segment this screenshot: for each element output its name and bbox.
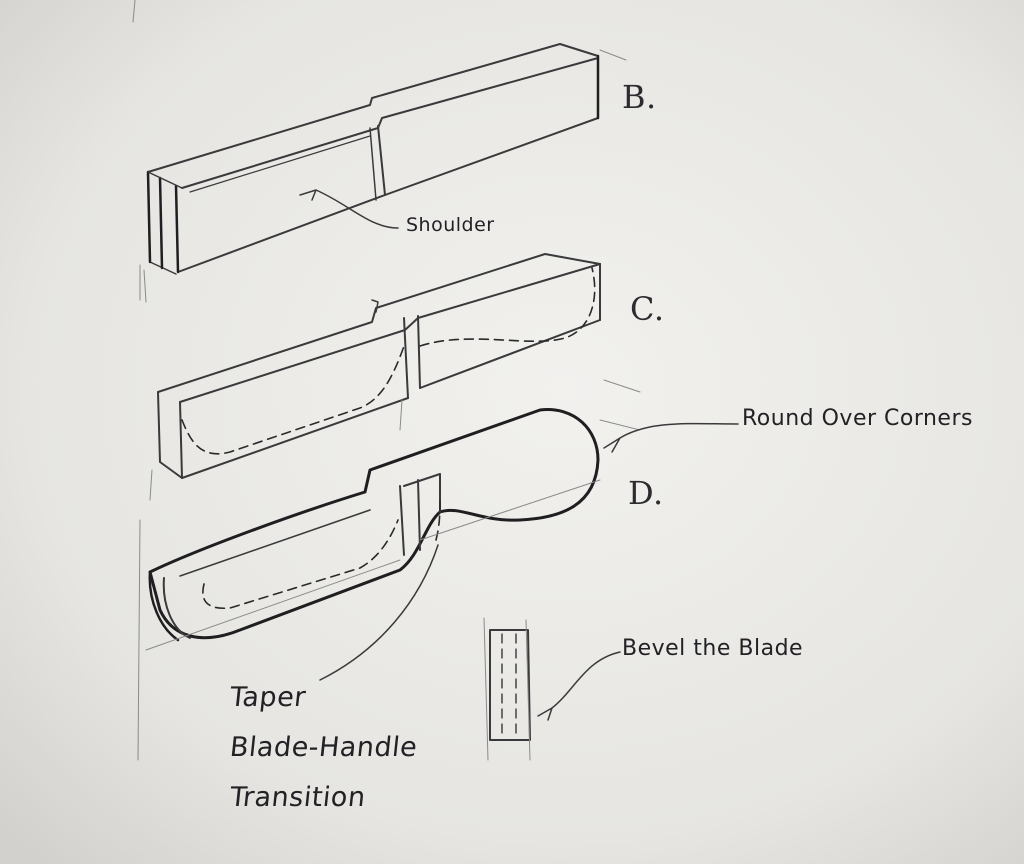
step-c-label: C.	[630, 290, 665, 328]
bevel-the-blade-label: Bevel the Blade	[622, 636, 804, 661]
taper-label-line3: Transition	[228, 782, 368, 813]
taper-label-line2: Blade-Handle	[228, 732, 419, 763]
taper-label-line1: Taper	[228, 682, 308, 713]
margin-line	[132, 0, 136, 23]
round-over-corners-label: Round Over Corners	[742, 406, 973, 431]
step-d-drawing	[137, 408, 739, 761]
step-c-drawing	[149, 253, 641, 501]
shoulder-label: Shoulder	[406, 214, 495, 236]
bevel-cross-section	[483, 617, 621, 761]
step-d-label: D.	[628, 474, 664, 512]
step-b-label: B.	[622, 78, 657, 116]
step-b-drawing	[139, 43, 627, 303]
